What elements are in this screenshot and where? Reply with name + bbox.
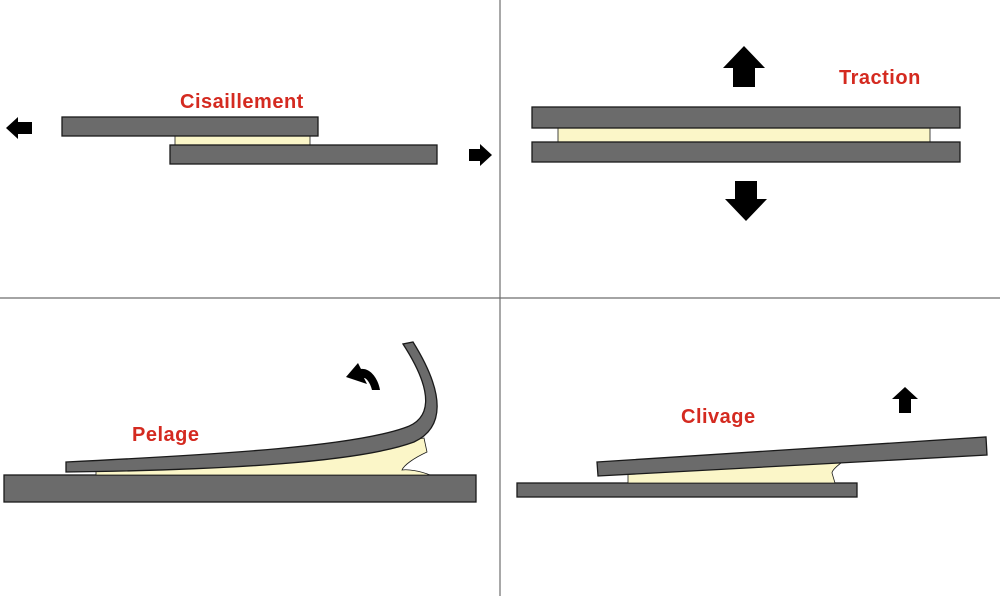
shear-top-substrate <box>61 116 319 137</box>
tension-label: Traction <box>839 67 921 89</box>
curved-arrow-icon <box>346 363 380 390</box>
peel-panel: Pelage <box>3 341 477 503</box>
cleavage-label: Clivage <box>681 406 756 428</box>
cleavage-top-substrate <box>596 436 988 477</box>
tension-bottom-substrate <box>531 141 961 163</box>
arrow-down-icon <box>725 181 767 221</box>
arrow-up-icon <box>892 387 918 413</box>
shear-label: Cisaillement <box>180 91 304 113</box>
arrow-up-icon <box>723 46 765 87</box>
cleavage-panel: Clivage <box>516 387 988 498</box>
peel-label: Pelage <box>132 424 199 446</box>
cleavage-bottom-substrate <box>516 482 858 498</box>
tension-panel: Traction <box>531 46 961 221</box>
shear-adhesive-layer <box>174 135 311 146</box>
shear-bottom-substrate <box>169 144 438 165</box>
shear-panel: Cisaillement <box>6 91 492 166</box>
peel-bottom-substrate <box>3 474 477 503</box>
tension-adhesive-layer <box>557 127 931 143</box>
peel-flexible-substrate <box>65 341 438 473</box>
tension-top-substrate <box>531 106 961 129</box>
arrow-right-icon <box>469 144 492 166</box>
arrow-left-icon <box>6 117 32 139</box>
